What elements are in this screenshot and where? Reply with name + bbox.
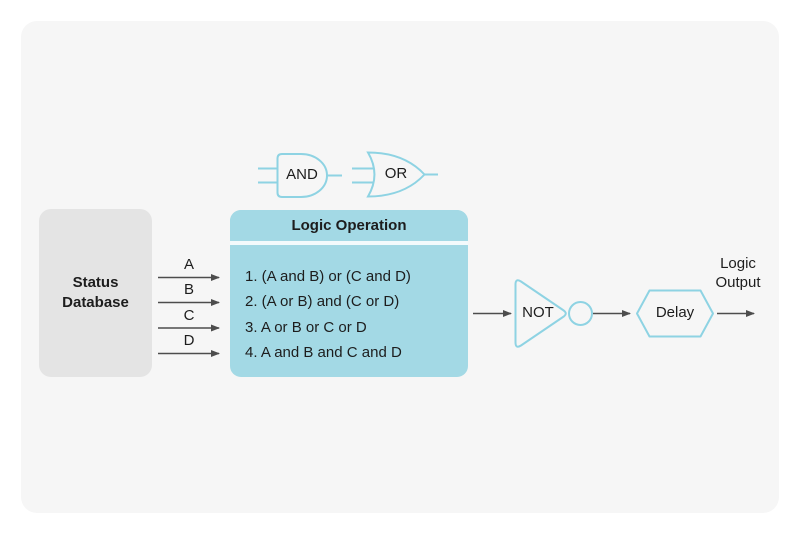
and-gate-label: AND xyxy=(286,166,318,183)
input-label-c: C xyxy=(183,307,195,324)
logic-operation-box: Logic Operation 1. (A and B) or (C and D… xyxy=(230,210,468,377)
input-label-b: B xyxy=(183,281,194,298)
status-database-label: Status Database xyxy=(62,274,129,311)
logic-operation-separator xyxy=(230,241,468,245)
logic-output-label: Logic Output xyxy=(715,255,761,291)
input-label-d: D xyxy=(183,332,195,349)
logic-operation-header: Logic Operation xyxy=(230,210,468,241)
logic-rule-2: 2. (A or B) and (C or D) xyxy=(245,293,400,311)
status-database-box: Status Database xyxy=(39,209,152,377)
logic-rule-1: 1. (A and B) or (C and D) xyxy=(245,268,411,285)
input-label-a: A xyxy=(183,256,194,273)
logic-rule-3: 3. A or B or C or D xyxy=(245,318,367,336)
logic-operation-title: Logic Operation xyxy=(291,217,407,234)
or-gate-label: OR xyxy=(384,165,408,182)
logic-operation-rules: 1. (A and B) or (C and D) 2. (A or B) an… xyxy=(230,245,468,366)
not-gate-label: NOT xyxy=(522,304,554,321)
logic-rule-4: 4. A and B and C and D xyxy=(245,344,402,362)
delay-label: Delay xyxy=(655,304,695,321)
